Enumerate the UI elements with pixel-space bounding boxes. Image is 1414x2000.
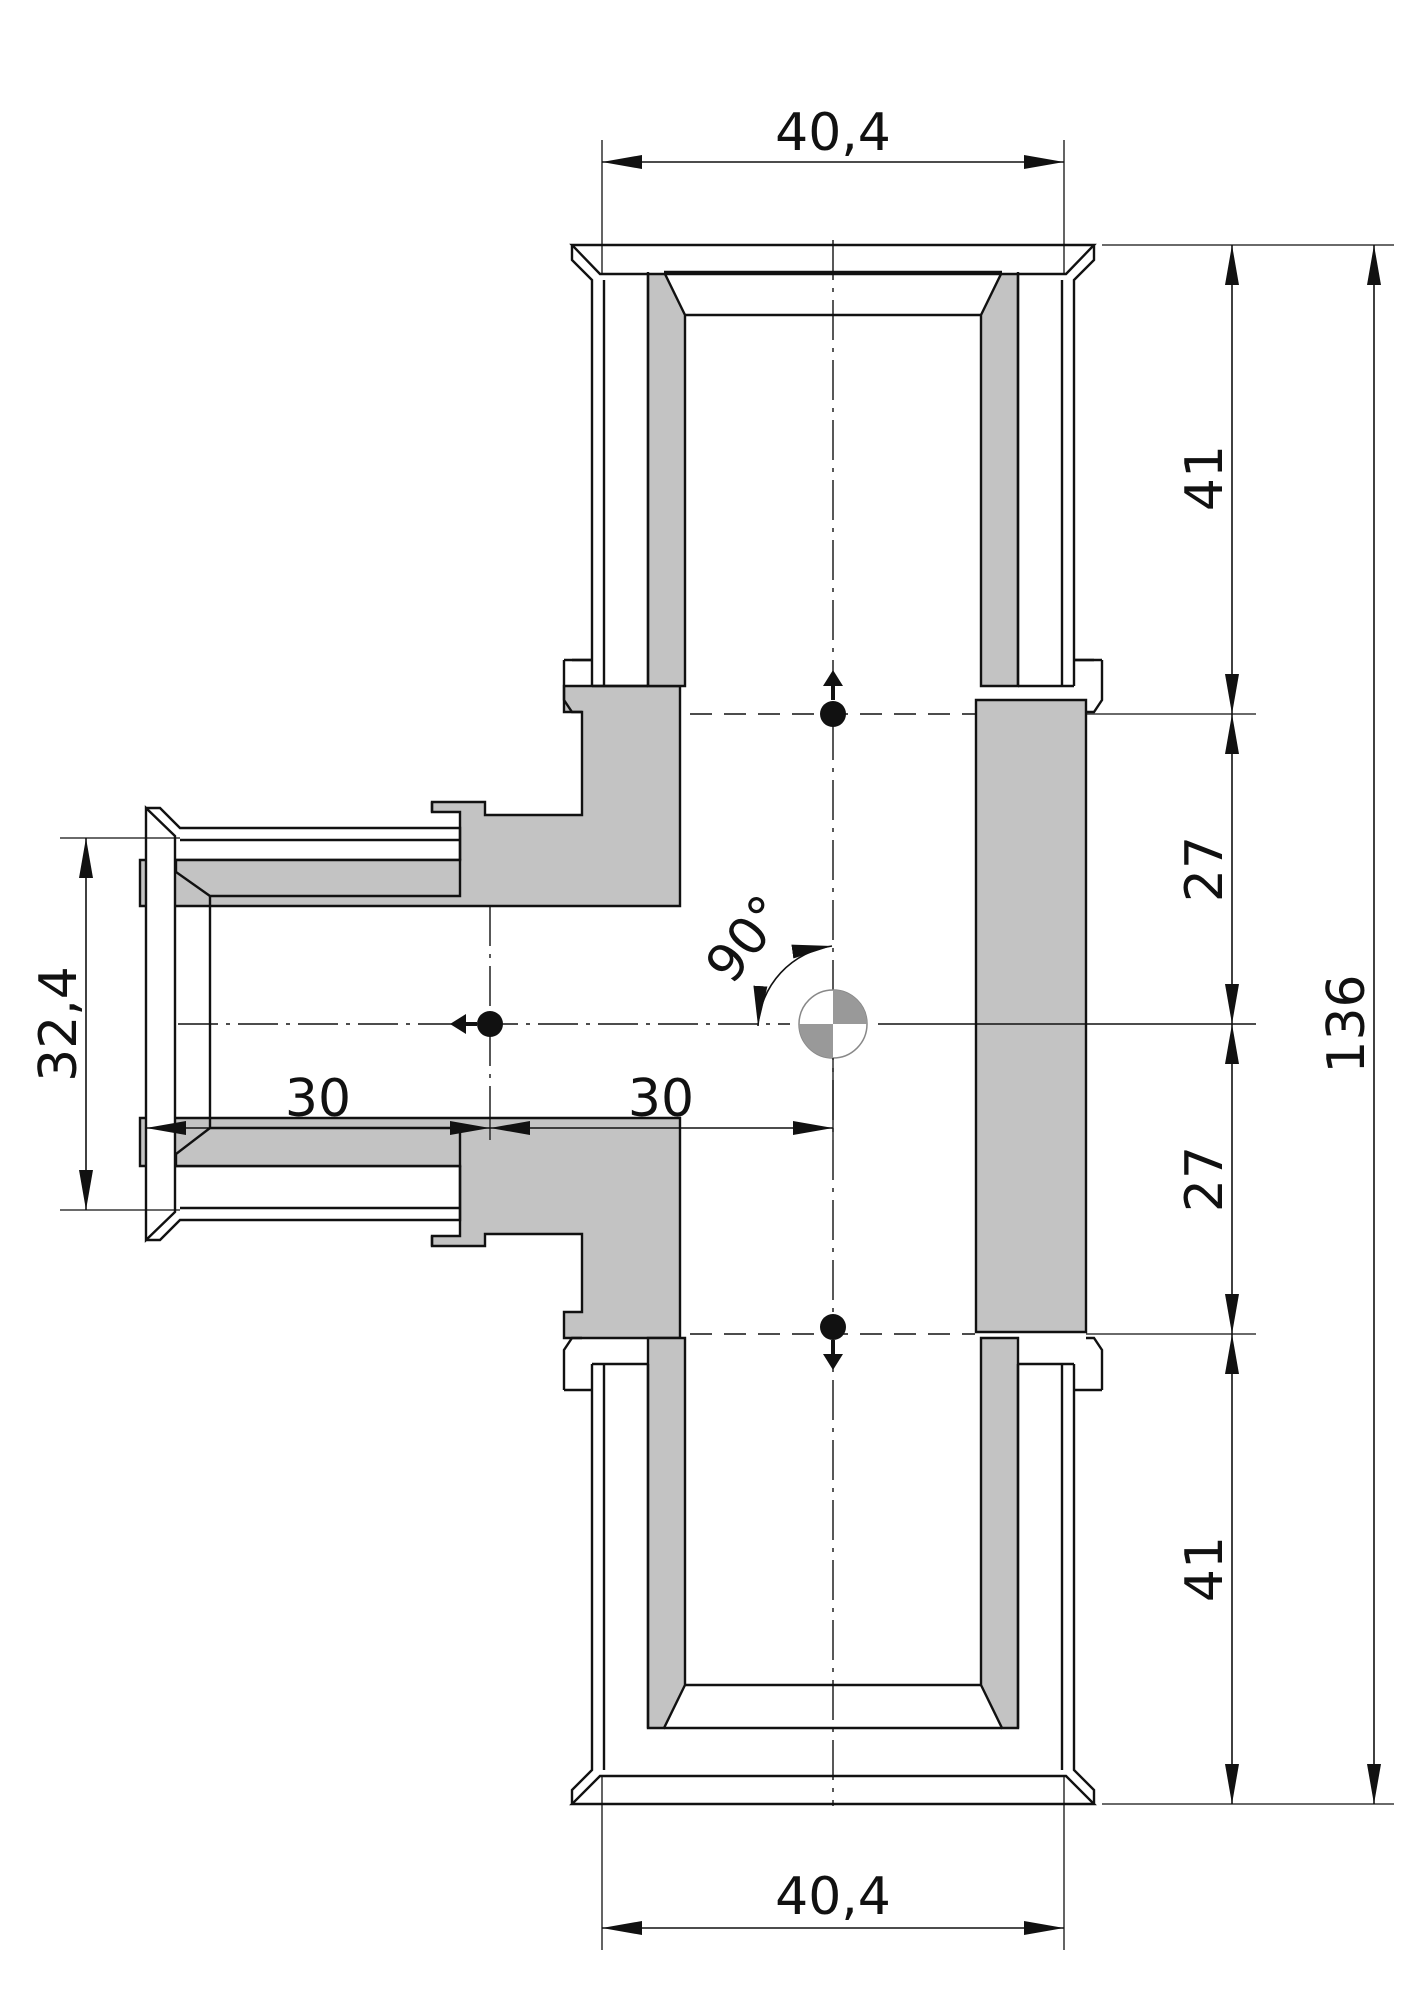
dimension-labels: 40,4 40,4 41 27 27 41 136 32,4 30 30 90°	[29, 103, 1377, 1927]
branch-socket-ring	[144, 805, 177, 1243]
left-arrow-marker-icon	[450, 1011, 503, 1037]
dim-angle: 90°	[695, 885, 799, 995]
branch-lower-taper	[174, 1126, 462, 1168]
dim-top-width: 40,4	[775, 103, 891, 163]
dim-branch-right: 30	[628, 1069, 694, 1129]
up-arrow-marker-icon	[820, 670, 846, 727]
dim-branch-diameter: 32,4	[29, 966, 89, 1082]
dimension-lines	[60, 140, 1394, 1950]
center-of-gravity-icon	[798, 989, 868, 1059]
dim-upper-body: 27	[1175, 836, 1235, 902]
dim-branch-left: 30	[285, 1069, 351, 1129]
top-left-taper	[646, 270, 687, 688]
top-right-taper	[979, 270, 1020, 688]
dim-overall-length: 136	[1317, 974, 1377, 1073]
dim-lower-body: 27	[1175, 1146, 1235, 1212]
dim-lower-socket: 41	[1175, 1536, 1235, 1602]
branch-upper-taper	[174, 858, 462, 898]
bottom-left-taper	[646, 1336, 687, 1730]
right-body-wall	[974, 698, 1088, 1334]
socket-rings	[144, 243, 1104, 1806]
dim-bottom-width: 40,4	[775, 1867, 891, 1927]
center-lines	[178, 240, 1256, 1806]
fitting-body	[138, 270, 1088, 1730]
bottom-right-taper	[979, 1336, 1020, 1730]
dim-upper-socket: 41	[1175, 445, 1235, 511]
down-arrow-marker-icon	[820, 1314, 846, 1370]
lower-left-body-section	[138, 1116, 682, 1340]
